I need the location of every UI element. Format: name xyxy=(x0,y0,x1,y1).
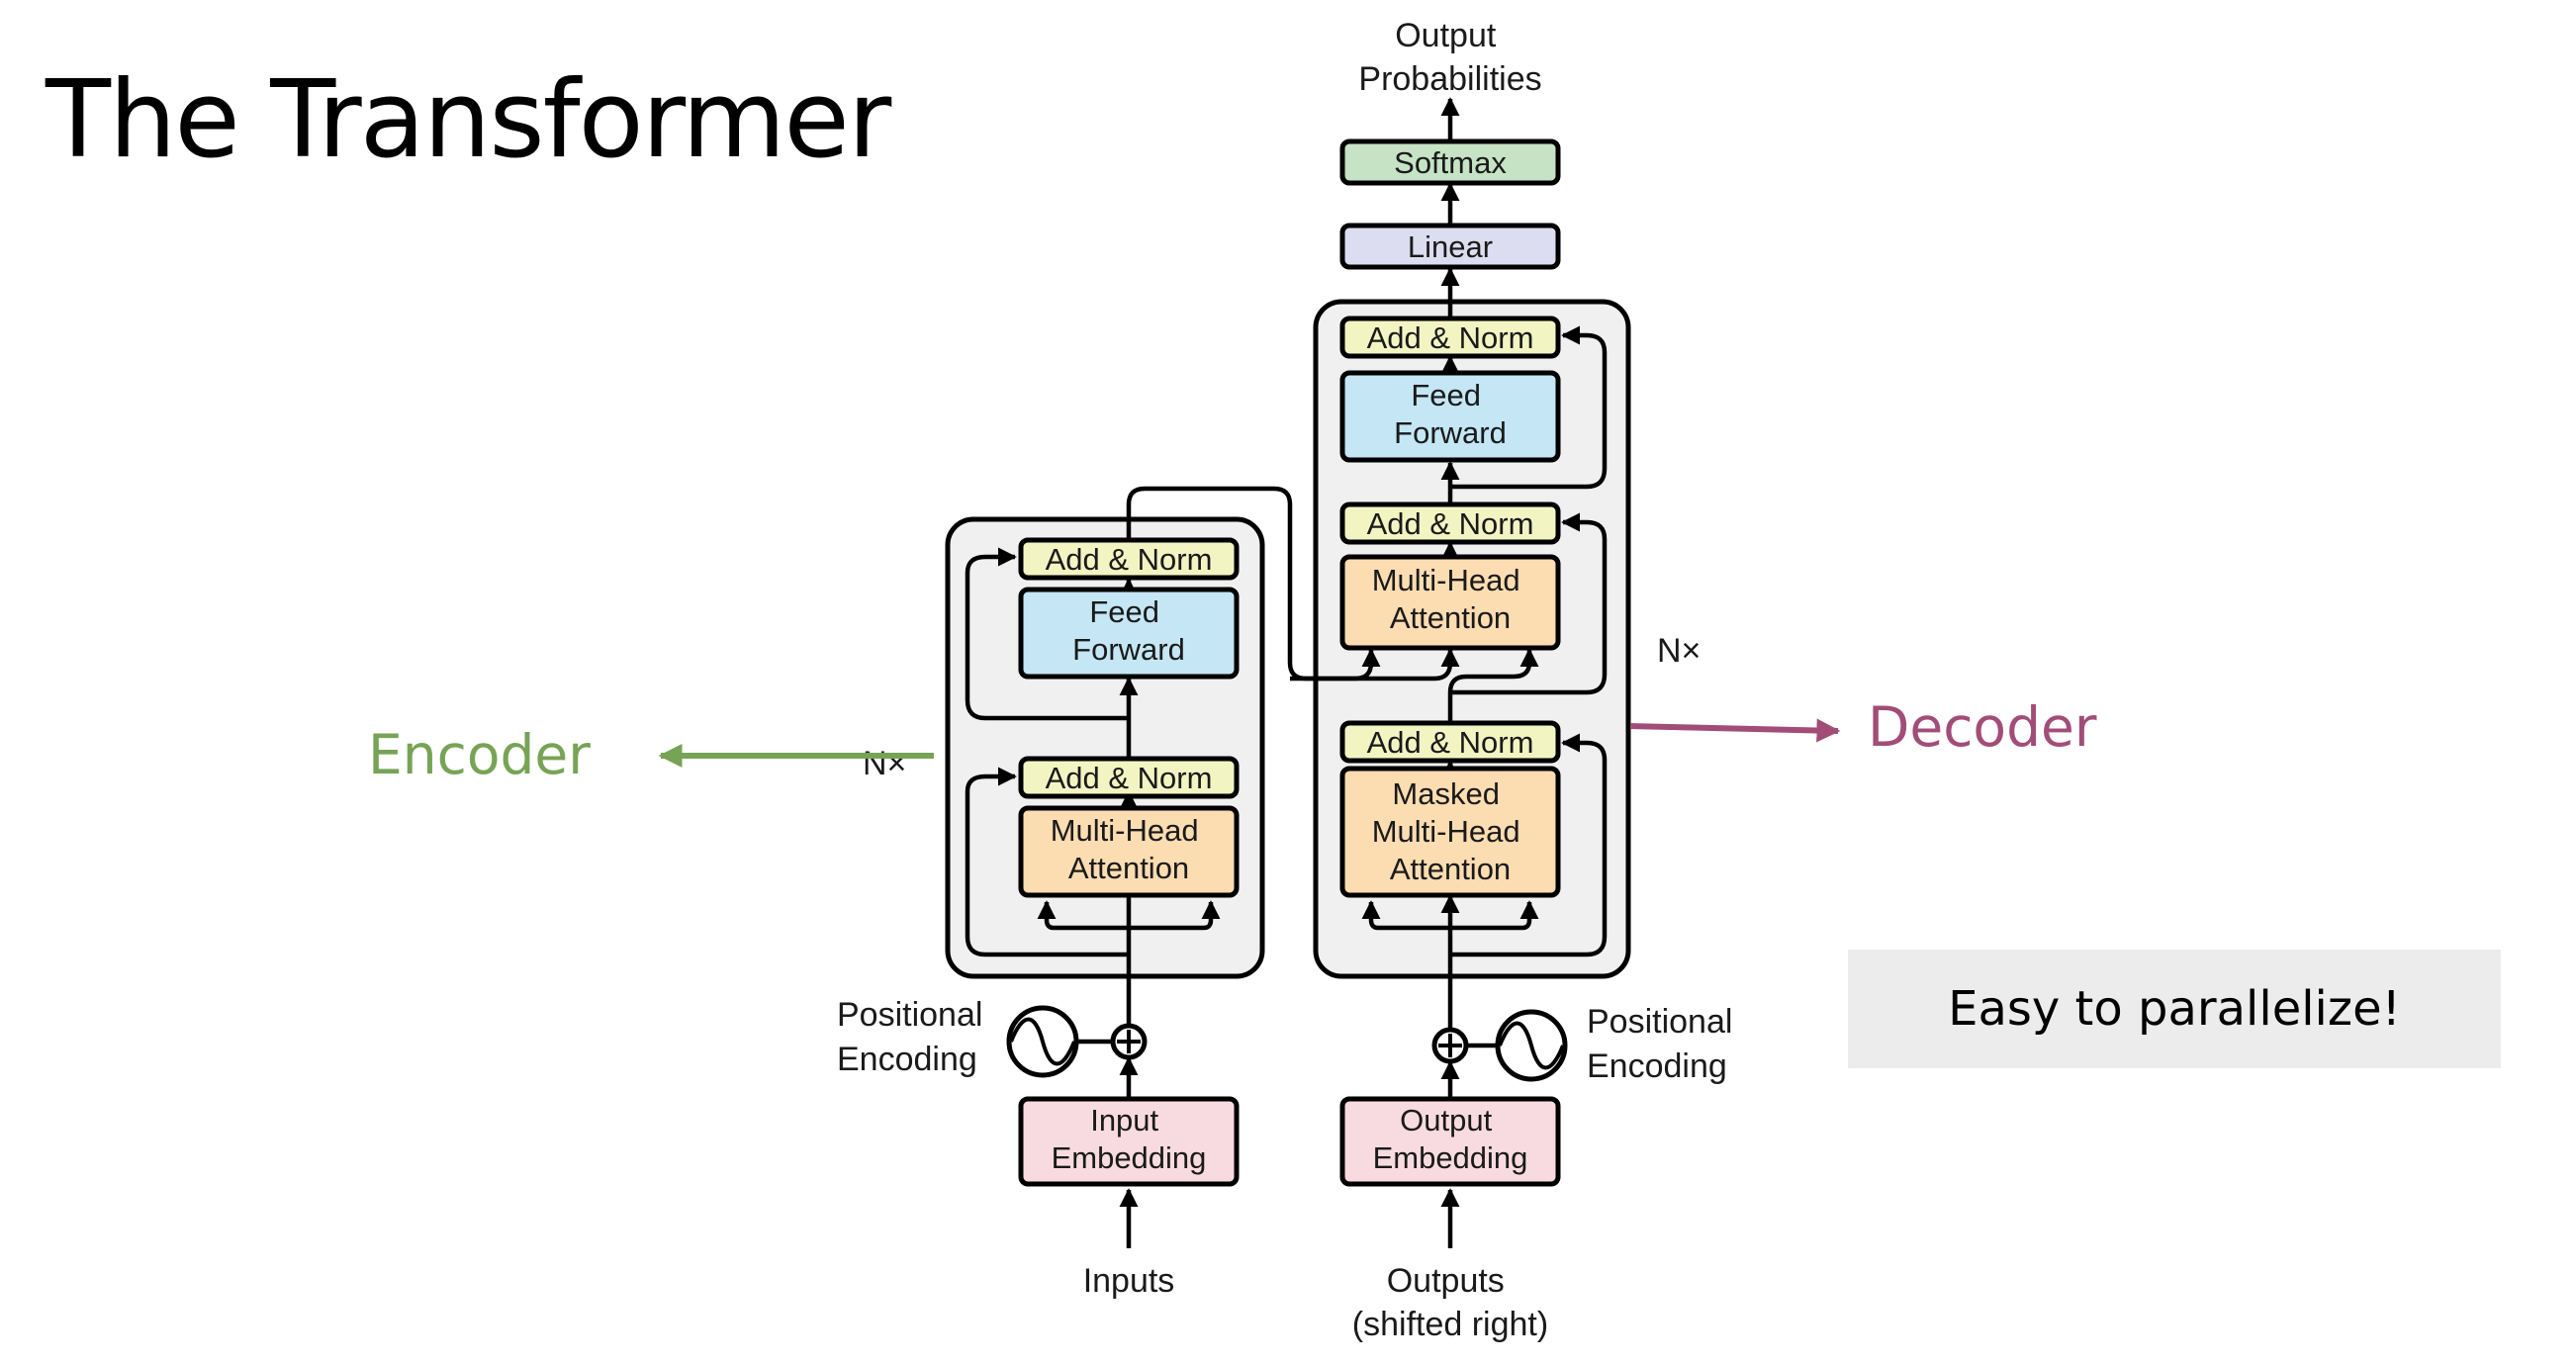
decoder-connections xyxy=(1361,97,1608,1099)
linear-block: Linear xyxy=(1339,223,1561,270)
svg-text:Input Embedding: Input Embedding xyxy=(1052,1103,1207,1175)
svg-text:Softmax: Softmax xyxy=(1394,145,1507,180)
svg-text:Add & Norm: Add & Norm xyxy=(1046,542,1213,577)
svg-text:Add & Norm: Add & Norm xyxy=(1367,320,1534,355)
output-embedding-block: Output Embedding xyxy=(1339,1096,1561,1187)
encoder-nx-label: N× xyxy=(863,745,906,782)
encoder-positional-encoding: Positional Encoding xyxy=(837,996,1148,1078)
svg-text:Multi-Head Attention: Multi-Head Attention xyxy=(1372,563,1529,635)
encoder-add-norm-2: Add & Norm xyxy=(1018,537,1240,581)
decoder-positional-encoding: Positional Encoding xyxy=(1431,1003,1742,1085)
output-probabilities-label: Output Probabilities xyxy=(1358,17,1541,98)
page-title: The Transformer xyxy=(46,58,891,182)
svg-text:Add & Norm: Add & Norm xyxy=(1367,506,1534,541)
outputs-label: Outputs (shifted right) xyxy=(1352,1262,1548,1343)
inputs-label: Inputs xyxy=(1083,1262,1175,1300)
encoder-add-norm-1: Add & Norm xyxy=(1018,756,1240,799)
encoder-multi-head-attention: Multi-Head Attention xyxy=(1018,805,1240,898)
svg-text:Multi-Head Attention: Multi-Head Attention xyxy=(1051,813,1208,885)
softmax-block: Softmax xyxy=(1339,138,1561,186)
svg-text:Add & Norm: Add & Norm xyxy=(1367,725,1534,760)
svg-text:Masked Multi-Head: Masked Multi-Head Attention xyxy=(1372,776,1529,886)
svg-text:Feed Forward: Feed Forward xyxy=(1072,594,1185,667)
svg-text:Add & Norm: Add & Norm xyxy=(1046,761,1213,795)
encoder-feed-forward: Feed Forward xyxy=(1018,587,1240,680)
svg-text:Feed Forward: Feed Forward xyxy=(1394,378,1507,450)
svg-text:Output Embedding: Output Embedding xyxy=(1373,1103,1528,1175)
svg-text:Positional Encoding: Positional Encoding xyxy=(837,996,992,1078)
decoder-add-norm-2: Add & Norm xyxy=(1339,501,1561,545)
decoder-nx-label: N× xyxy=(1657,632,1701,670)
decoder-add-norm-3: Add & Norm xyxy=(1339,316,1561,359)
encoder-label: Encoder xyxy=(368,723,591,786)
decoder-label: Decoder xyxy=(1868,695,2097,759)
parallelize-callout: Easy to parallelize! xyxy=(1848,950,2501,1068)
decoder-add-norm-1: Add & Norm xyxy=(1339,720,1561,764)
svg-text:Linear: Linear xyxy=(1408,229,1493,264)
decoder-multi-head-attention: Multi-Head Attention xyxy=(1339,554,1561,651)
input-embedding-block: Input Embedding xyxy=(1018,1096,1240,1187)
decoder-masked-multi-head-attention: Masked Multi-Head Attention xyxy=(1339,766,1561,898)
decoder-feed-forward: Feed Forward xyxy=(1339,370,1561,463)
decoder-pointer-arrow xyxy=(1629,718,1841,743)
svg-text:Positional Encoding: Positional Encoding xyxy=(1587,1003,1742,1085)
